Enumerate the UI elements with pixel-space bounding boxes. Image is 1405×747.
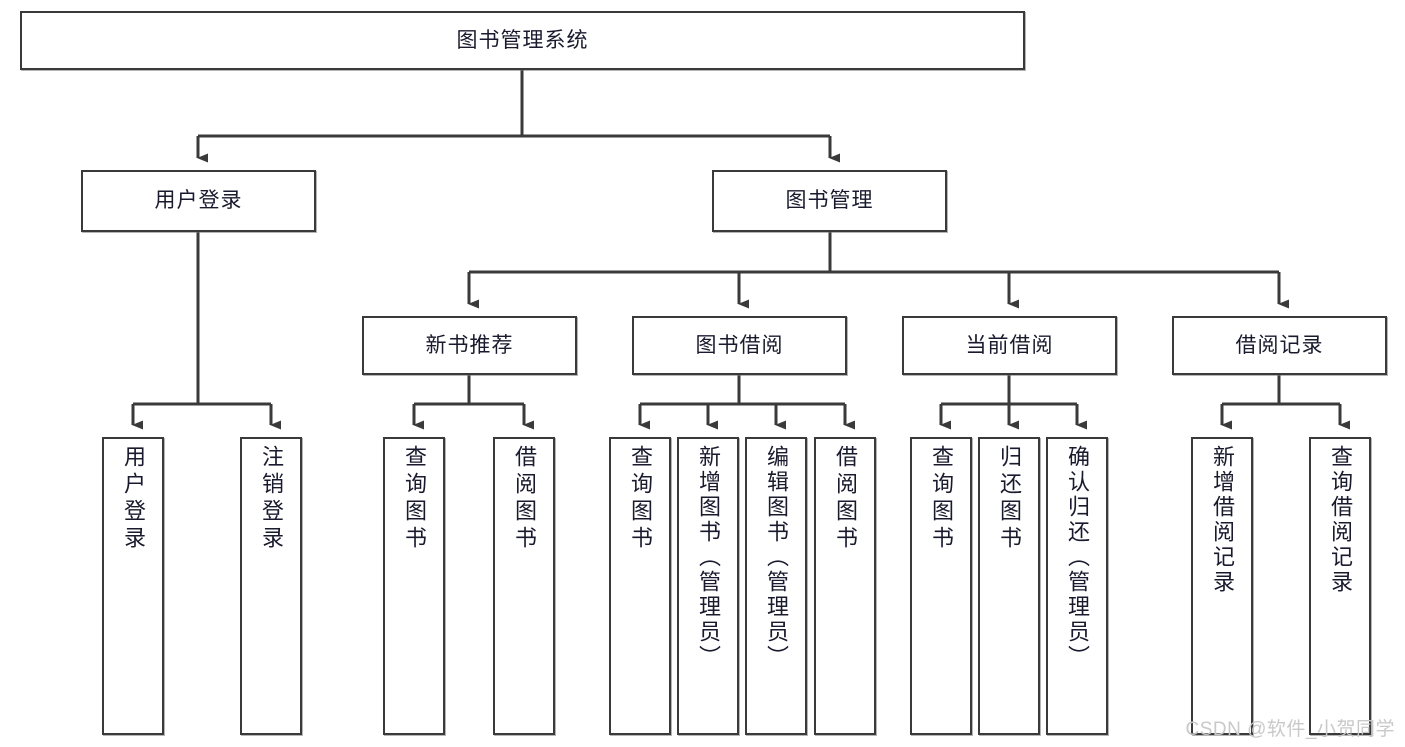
node-label: 注销登录: [259, 445, 284, 553]
node-label: 用户登录: [154, 189, 243, 213]
node-label: 查询图书: [628, 445, 653, 553]
leaf-borrow-book-recommend[interactable]: 借阅图书: [493, 437, 555, 735]
leaf-query-book-current[interactable]: 查询图书: [910, 437, 972, 735]
node-borrow-record[interactable]: 借阅记录: [1172, 316, 1387, 375]
node-label: 新增图书（管理员）: [696, 445, 721, 670]
node-current-borrow[interactable]: 当前借阅: [902, 316, 1117, 375]
node-label: 查询借阅记录: [1328, 445, 1353, 595]
node-label: 借阅图书: [833, 445, 858, 553]
leaf-query-book-recommend[interactable]: 查询图书: [383, 437, 445, 735]
leaf-borrow-book[interactable]: 借阅图书: [814, 437, 876, 735]
node-label: 确认归还（管理员）: [1065, 445, 1090, 670]
node-label: 图书管理: [785, 189, 874, 213]
node-label: 查询图书: [402, 445, 427, 553]
node-label: 借阅图书: [512, 445, 537, 553]
leaf-confirm-return-admin[interactable]: 确认归还（管理员）: [1046, 437, 1108, 735]
node-user-login[interactable]: 用户登录: [81, 170, 316, 232]
leaf-add-book-admin[interactable]: 新增图书（管理员）: [677, 437, 739, 735]
leaf-add-borrow-record[interactable]: 新增借阅记录: [1191, 437, 1253, 735]
node-label: 当前借阅: [965, 333, 1054, 357]
node-label: 新增借阅记录: [1210, 445, 1235, 595]
node-label: 用户登录: [121, 445, 146, 553]
node-label: 图书借阅: [695, 333, 784, 357]
node-label: 归还图书: [997, 445, 1022, 553]
node-root-book-management-system[interactable]: 图书管理系统: [20, 11, 1025, 70]
node-book-management[interactable]: 图书管理: [712, 170, 947, 232]
node-new-book-recommend[interactable]: 新书推荐: [362, 316, 577, 375]
node-label: 编辑图书（管理员）: [764, 445, 789, 670]
leaf-logout[interactable]: 注销登录: [240, 437, 302, 735]
leaf-edit-book-admin[interactable]: 编辑图书（管理员）: [745, 437, 807, 735]
node-label: 借阅记录: [1235, 333, 1324, 357]
node-label: 新书推荐: [425, 333, 514, 357]
leaf-query-borrow-record[interactable]: 查询借阅记录: [1309, 437, 1371, 735]
node-label: 图书管理系统: [456, 28, 589, 52]
leaf-user-login[interactable]: 用户登录: [102, 437, 164, 735]
node-book-borrow[interactable]: 图书借阅: [632, 316, 847, 375]
leaf-return-book[interactable]: 归还图书: [978, 437, 1040, 735]
leaf-query-book-borrow[interactable]: 查询图书: [609, 437, 671, 735]
node-label: 查询图书: [929, 445, 954, 553]
